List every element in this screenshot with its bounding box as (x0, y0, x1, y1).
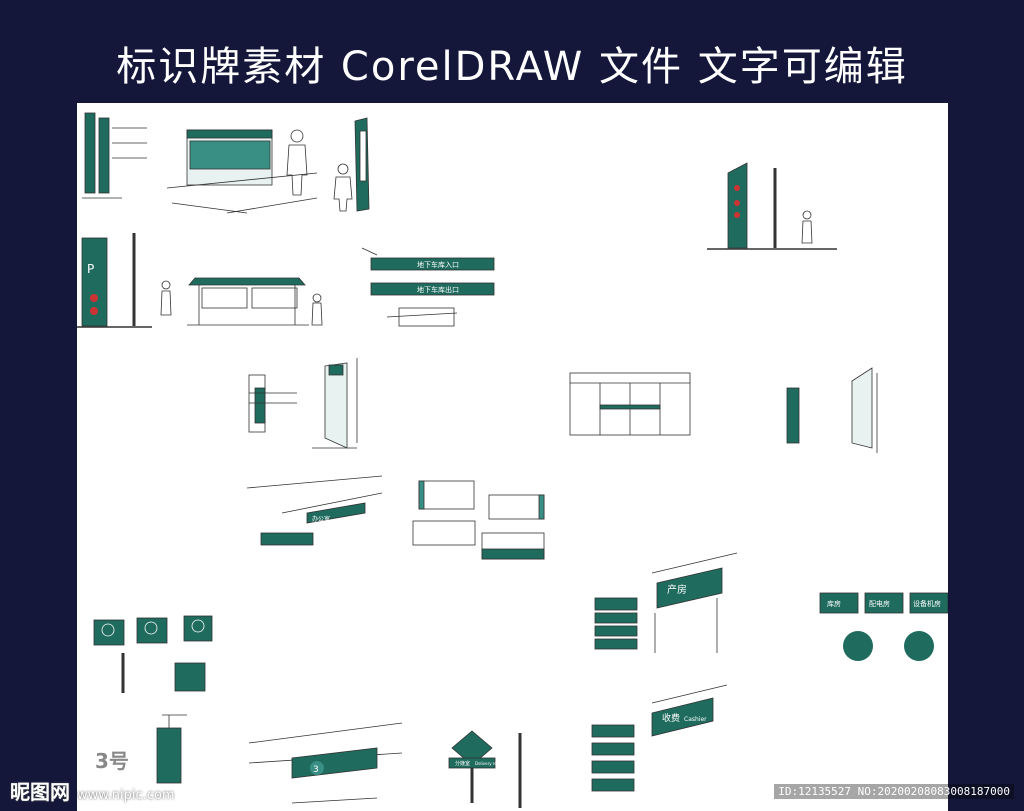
nursery-label: 产房 (667, 583, 687, 596)
cashier-label: 收费 (662, 712, 680, 724)
cashier-en: Cashier (684, 716, 707, 723)
person-silhouette-3 (160, 280, 172, 316)
bulletin-shelter (187, 277, 309, 326)
signage-drawings: P (77, 112, 948, 808)
corridor-hanging-sign (248, 722, 403, 804)
parking-pylon: P (77, 233, 152, 328)
glass-door (569, 372, 691, 436)
watermark-brand: 昵图网 www.nipic.com (10, 776, 175, 805)
directional-hanging-sign (594, 552, 738, 653)
person-silhouette-2 (333, 163, 353, 212)
watermark-id: ID:12135527 NO:20200208083008187000 (774, 784, 1014, 799)
floor-num-text: 3 (313, 765, 319, 775)
hanging-sign-1 (246, 475, 383, 546)
room-plate-b: 配电房 (869, 599, 890, 608)
floor-mark-text: 3号 (95, 749, 129, 773)
room-plates (819, 592, 948, 661)
cashier-sign (591, 684, 728, 792)
pictogram-signs (93, 615, 213, 693)
pylon-sign-group-1 (82, 112, 147, 199)
drawing-sheet: P (77, 103, 948, 811)
display-board (166, 129, 318, 214)
office-label: 办公室 (312, 515, 330, 523)
person-silhouette-4 (311, 293, 323, 326)
diamond-sign (448, 730, 522, 808)
corner-wall-sign (786, 367, 878, 453)
watermark-brand-text: 昵图网 (10, 780, 70, 804)
person-silhouette-1 (286, 129, 308, 196)
room-plate-c: 设备机房 (913, 599, 941, 608)
page-title: 标识牌素材 CorelDRAW 文件 文字可编辑 (116, 44, 908, 90)
wall-sign-door-2 (312, 358, 358, 449)
delivery-room-en: Delivery room (475, 761, 503, 766)
room-plate-a: 库房 (827, 599, 841, 608)
svg-text:P: P (87, 262, 94, 276)
floor-number-sign (156, 714, 187, 784)
parking-exit-text: 地下车库出口 (417, 285, 459, 294)
totem-sign-2 (707, 162, 837, 250)
parking-entrance-text: 地下车库入口 (417, 260, 459, 269)
wall-sign-door-1 (248, 374, 297, 433)
panel-sign-set (412, 480, 545, 560)
delivery-room-text: 分娩室 (455, 760, 470, 767)
totem-sign-1 (354, 117, 370, 212)
parking-exit-board (370, 282, 495, 327)
parking-entrance-board (361, 247, 495, 271)
watermark-domain-text: www.nipic.com (76, 788, 175, 803)
